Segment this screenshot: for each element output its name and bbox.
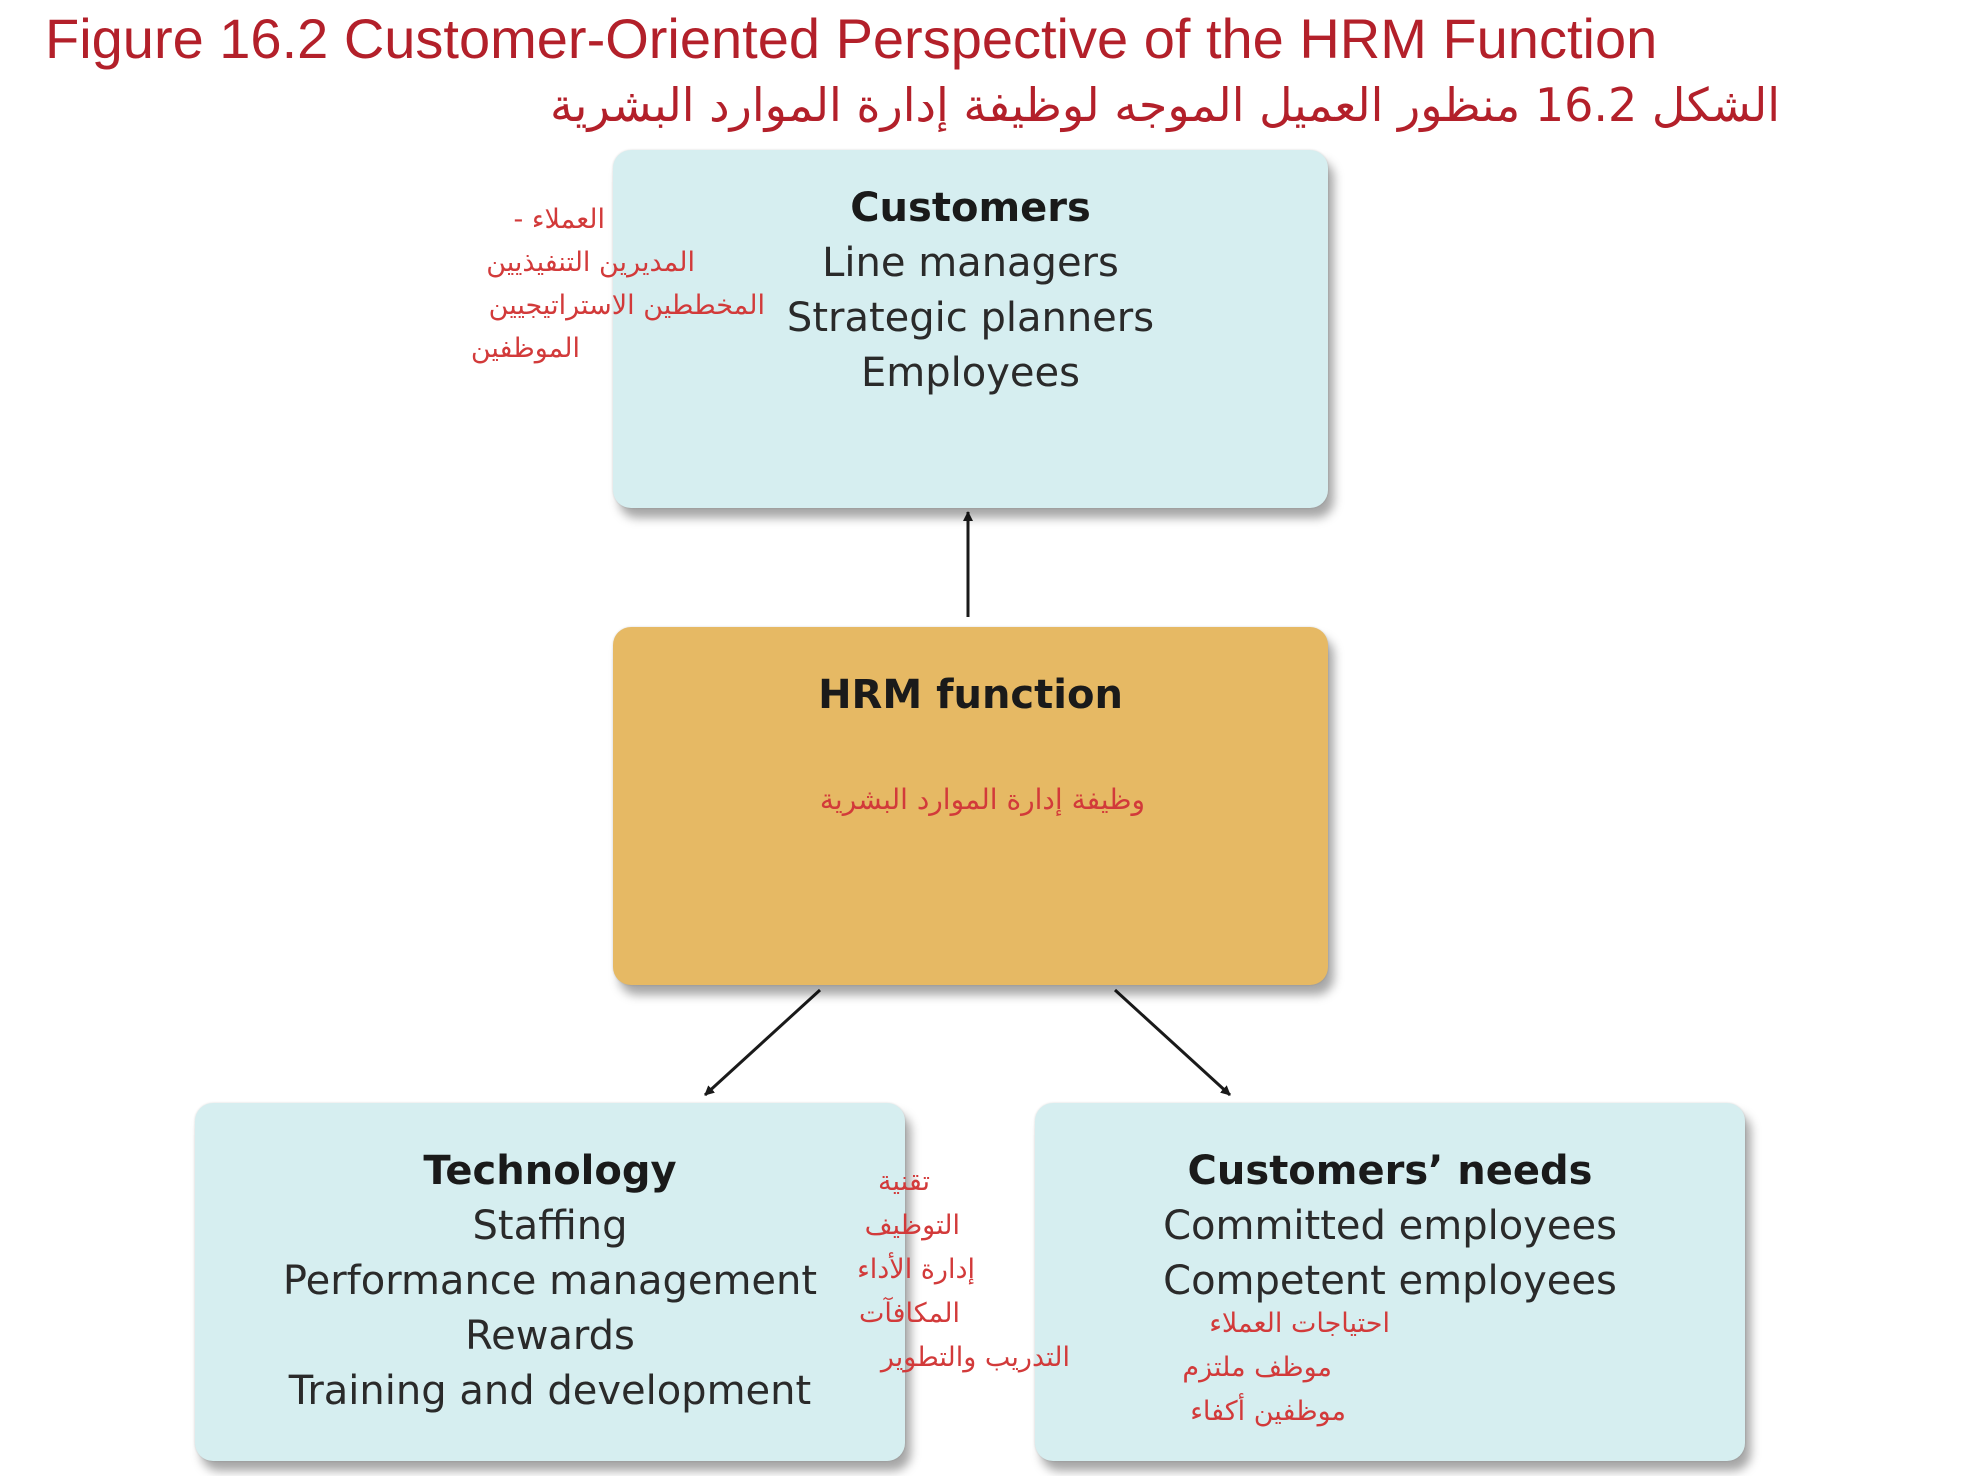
annotation-customers-line: الموظفين xyxy=(470,333,580,364)
figure-title-arabic: الشكل 16.2 منظور العميل الموجه لوظيفة إد… xyxy=(549,78,1780,132)
annotation-technology-line: إدارة الأداء xyxy=(857,1254,975,1285)
arrow-hrm-to-needs xyxy=(1113,988,1232,1097)
needs-item-committed-employees: Committed employees xyxy=(1163,1203,1617,1249)
customers-box: Customers Line managers Strategic planne… xyxy=(613,150,1328,508)
annotation-needs-line: موظف ملتزم xyxy=(1182,1352,1332,1383)
annotation-needs-line: احتياجات العملاء xyxy=(1209,1308,1390,1339)
annotation-customers-line: المديرين التنفيذيين xyxy=(486,247,695,278)
technology-item-training: Training and development xyxy=(288,1368,812,1414)
figure-title: Figure 16.2 Customer-Oriented Perspectiv… xyxy=(45,7,1658,70)
annotation-technology-line: التدريب والتطوير xyxy=(880,1342,1070,1373)
technology-box: Technology Staffing Performance manageme… xyxy=(195,1103,905,1461)
annotation-customers: العملاء - المديرين التنفيذيين المخططين ا… xyxy=(455,198,765,370)
annotation-hrm: وظيفة إدارة الموارد البشرية xyxy=(819,783,1145,816)
annotation-technology-line: التوظيف xyxy=(864,1210,960,1241)
needs-item-competent-employees: Competent employees xyxy=(1163,1258,1617,1304)
technology-title: Technology xyxy=(423,1148,677,1194)
technology-item-staffing: Staffing xyxy=(472,1203,628,1249)
annotation-needs-line: موظفين أكفاء xyxy=(1190,1396,1346,1427)
customers-needs-title: Customers’ needs xyxy=(1187,1148,1593,1194)
customers-item-employees: Employees xyxy=(861,350,1080,396)
annotation-customers-line: العملاء - xyxy=(513,204,606,235)
technology-item-rewards: Rewards xyxy=(465,1313,635,1359)
technology-item-performance-management: Performance management xyxy=(282,1258,818,1304)
customers-needs-box: Customers’ needs Committed employees Com… xyxy=(1035,1103,1745,1461)
annotation-technology-line: تقنية xyxy=(878,1166,930,1197)
customers-title: Customers xyxy=(850,185,1091,231)
hrm-function-title: HRM function xyxy=(818,672,1123,718)
hrm-function-box: HRM function xyxy=(613,627,1328,985)
arrow-hrm-to-technology xyxy=(703,988,822,1097)
customers-item-line-managers: Line managers xyxy=(822,240,1119,286)
annotation-customers-needs: احتياجات العملاء موظف ملتزم موظفين أكفاء xyxy=(1165,1302,1390,1434)
annotation-customers-line: المخططين الاستراتيجيين xyxy=(488,290,765,321)
customers-item-strategic-planners: Strategic planners xyxy=(786,295,1155,341)
annotation-technology: تقنية التوظيف إدارة الأداء المكافآت التد… xyxy=(855,1160,1070,1380)
annotation-technology-line: المكافآت xyxy=(858,1298,960,1329)
